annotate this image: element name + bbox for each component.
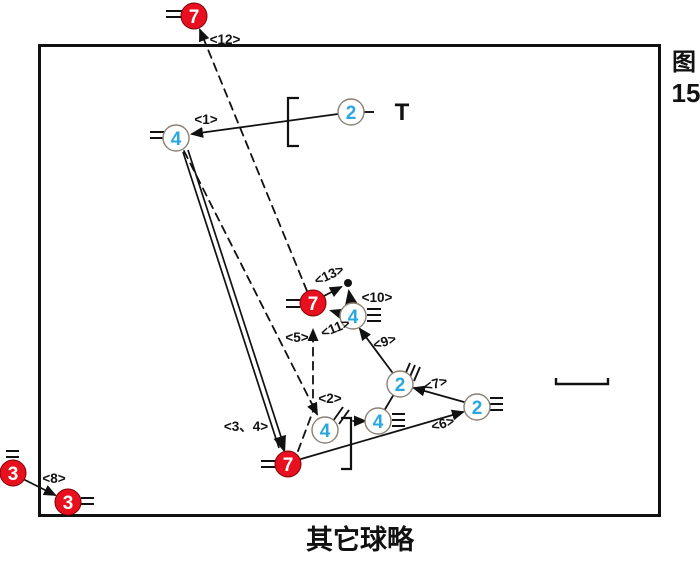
- t-annotation: T: [395, 99, 410, 126]
- ball-seven-bottom: 7: [274, 450, 302, 478]
- shot-path-10: [344, 289, 358, 306]
- step-label-10: <10>: [362, 290, 393, 305]
- target-dot: [344, 279, 352, 287]
- ball-number: 2: [395, 375, 406, 396]
- step-label-9: <9>: [371, 331, 398, 352]
- ball-number: 2: [346, 103, 357, 124]
- ball-seven-mid: 7: [299, 289, 327, 317]
- shot-path-3-4-line-b: [187, 149, 285, 447]
- step-label-2: <2>: [318, 391, 341, 406]
- rest-mark-four-lower-left: [332, 406, 350, 425]
- shot-path-12-dashed: [199, 28, 308, 292]
- ball-four-mid: 4: [339, 302, 367, 330]
- step-label-3-4: <3、4>: [224, 419, 268, 434]
- ball-circle: [180, 2, 208, 30]
- ball-circle: [311, 416, 339, 444]
- ball-three-outer: 3: [0, 459, 27, 487]
- shot-path-8: [24, 479, 57, 496]
- shot-path-13: [323, 286, 343, 298]
- path-connector-4-to-2: [383, 393, 395, 412]
- shot-path-2-dashed: [183, 150, 318, 416]
- ball-number: 3: [63, 493, 74, 514]
- ball-circle: [339, 302, 367, 330]
- ball-three-corner: 3: [54, 488, 82, 516]
- figure-label: 图: [672, 49, 696, 76]
- rest-mark-seven-top: [166, 10, 182, 18]
- ball-circle: [299, 289, 327, 317]
- ball-circle: [54, 488, 82, 516]
- step-label-7: <7>: [423, 373, 450, 394]
- rest-mark-seven-mid: [286, 299, 300, 308]
- ball-number: 4: [348, 307, 359, 328]
- rest-mark-three-outer: [6, 450, 19, 458]
- ball-two-mid: 2: [386, 370, 414, 398]
- ball-number: 7: [283, 455, 294, 476]
- ball-seven-top: 7: [180, 2, 208, 30]
- ball-two-top: 2: [337, 98, 365, 126]
- ball-two-right: 2: [463, 393, 491, 421]
- ball-number: 4: [171, 129, 182, 150]
- rest-mark-two-right: [490, 397, 503, 411]
- caption-other-balls-omitted: 其它球略: [306, 524, 415, 555]
- ball-four-lower-mid: 4: [364, 407, 392, 435]
- ball-circle: [364, 407, 392, 435]
- rail-mark-right: [554, 378, 610, 386]
- rest-mark-four-lower-mid: [392, 413, 405, 427]
- pocket-bracket-bottom: [341, 416, 353, 471]
- shot-path-9: [358, 327, 393, 373]
- shot-path-7: [412, 385, 465, 403]
- ball-number: 7: [189, 7, 200, 28]
- ball-number: 3: [8, 464, 19, 485]
- step-label-12: <12>: [210, 32, 241, 47]
- rest-mark-four-mid: [367, 308, 381, 322]
- step-label-6: <6>: [430, 413, 457, 434]
- rest-mark-four-upper: [150, 131, 164, 139]
- pocket-bracket-top: [286, 96, 299, 148]
- rest-mark-three-corner: [81, 497, 94, 505]
- ball-circle: [0, 459, 27, 487]
- step-label-5: <5>: [285, 330, 308, 345]
- ball-four-lower-left: 4: [311, 416, 339, 444]
- ball-four-upper: 4: [162, 124, 190, 152]
- rest-mark-seven-bottom: [261, 460, 275, 468]
- ball-circle: [337, 98, 365, 126]
- ball-number: 2: [472, 398, 483, 419]
- ball-number: 7: [308, 294, 319, 315]
- ball-circle: [274, 450, 302, 478]
- figure-number: 15: [672, 78, 700, 108]
- ball-circle: [162, 124, 190, 152]
- shot-path-6: [300, 409, 465, 460]
- shot-path-5-dashed: [297, 328, 319, 452]
- step-label-8: <8>: [42, 471, 65, 486]
- ball-circle: [386, 370, 414, 398]
- shot-path-3-4-line-a: [182, 151, 280, 449]
- step-label-1: <1>: [194, 112, 217, 127]
- ball-number: 4: [373, 412, 384, 433]
- ball-circle: [463, 393, 491, 421]
- ball-number: 4: [320, 421, 331, 442]
- shot-path-1: [190, 113, 339, 138]
- shot-path-3-4-arrowhead: [273, 434, 286, 453]
